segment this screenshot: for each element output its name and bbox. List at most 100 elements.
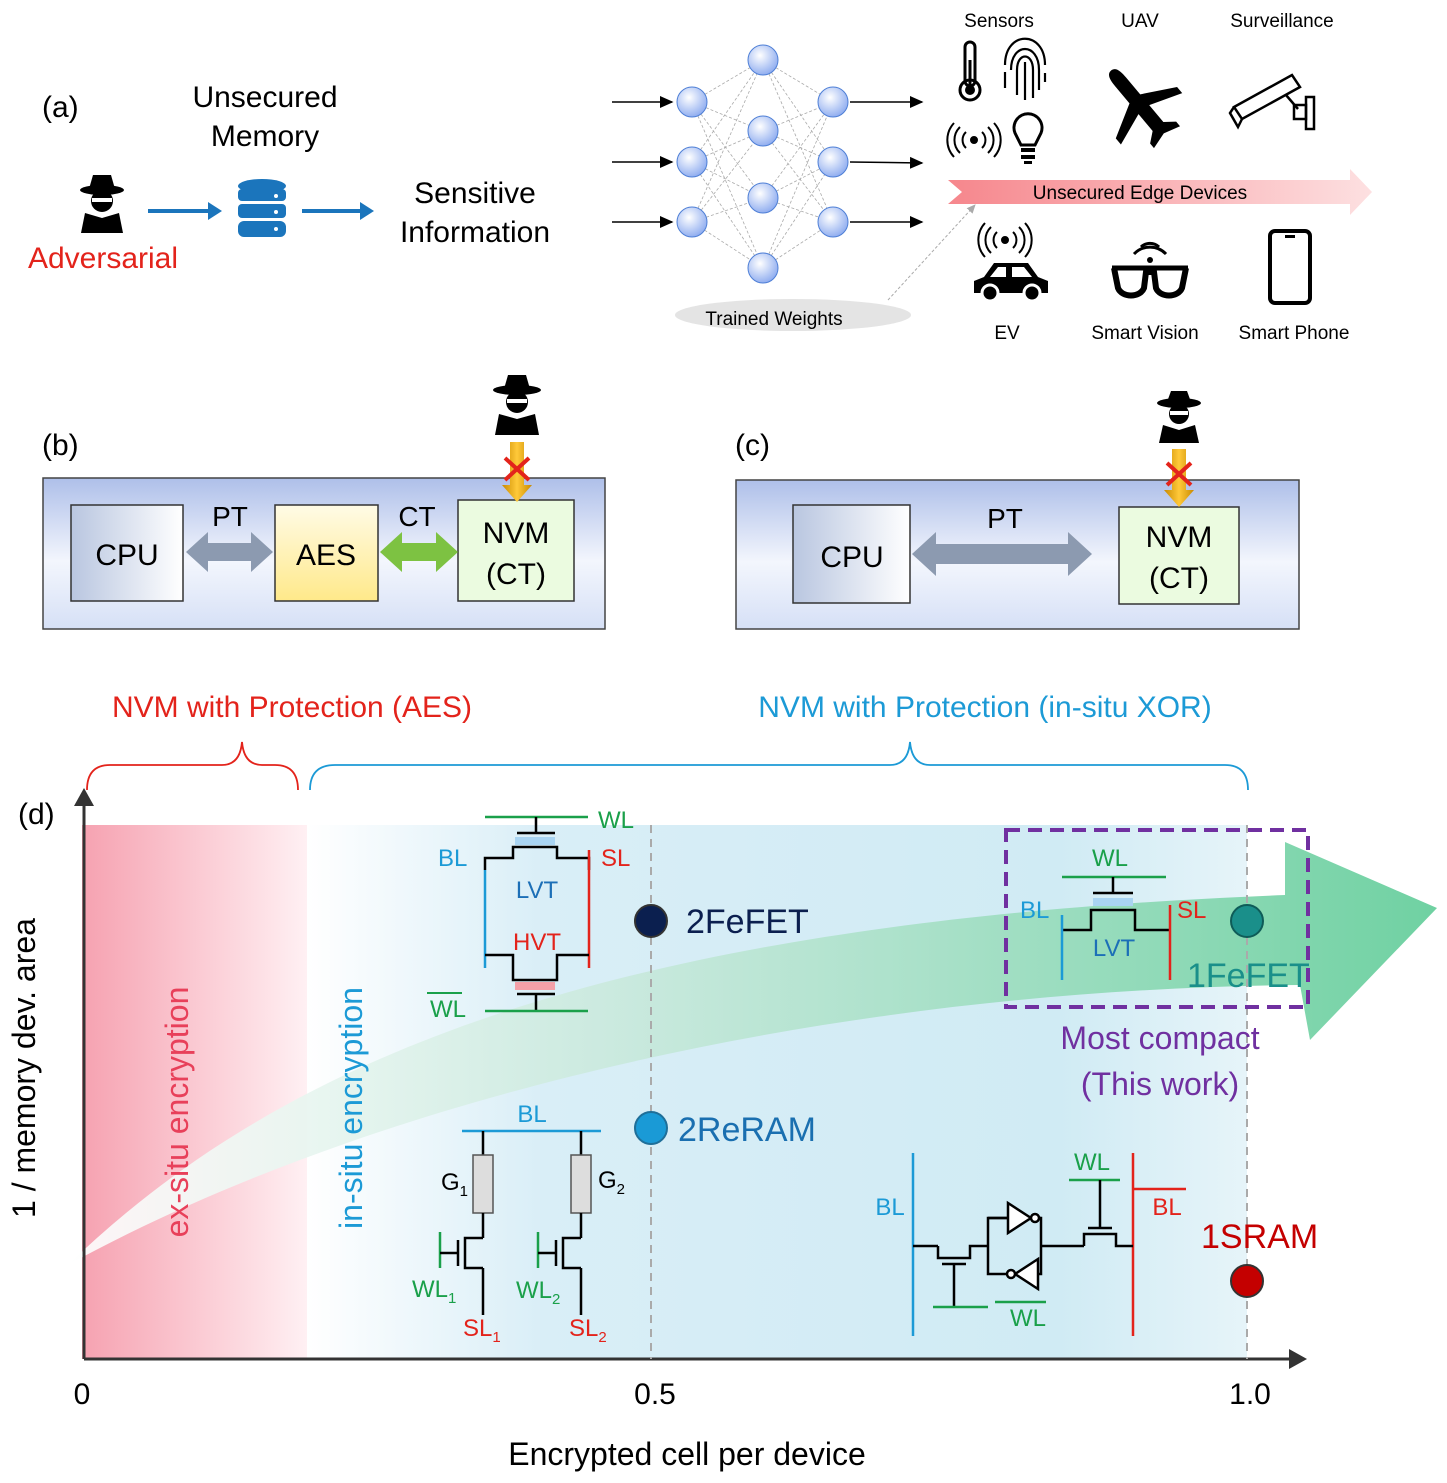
fefet1-bl-label: BL — [1020, 897, 1049, 924]
uav-label: UAV — [1121, 11, 1159, 32]
panel-a-label: (a) — [42, 91, 79, 124]
cpu-block-b — [70, 504, 184, 602]
fefet1-wl-label: WL — [1092, 845, 1128, 872]
spy-icon-b — [493, 375, 541, 435]
most-compact-label-2: (This work) — [1081, 1066, 1239, 1102]
y-axis-title: 1 / memory dev. area — [6, 918, 42, 1218]
data-points — [634, 904, 1264, 1298]
x-tick-0: 0 — [74, 1378, 91, 1411]
memory-label-1: Unsecured — [192, 81, 337, 114]
in-situ-label: in-situ encryption — [333, 987, 369, 1229]
x-axis-title: Encrypted cell per device — [508, 1436, 866, 1472]
xor-protection-header: NVM with Protection (in-situ XOR) — [758, 691, 1211, 724]
cpu-label-b: CPU — [95, 539, 158, 572]
ex-situ-band — [82, 825, 307, 1359]
cpu-block-c — [792, 504, 911, 604]
fefet1-sl-label: SL — [1177, 897, 1206, 924]
pt-label-c: PT — [987, 503, 1023, 534]
reram-sl2-label: SL2 — [569, 1315, 607, 1346]
neural-network: Trained Weights — [612, 44, 976, 331]
fefet1-lvt-label: LVT — [1093, 935, 1136, 962]
ct-label-b: CT — [398, 501, 435, 532]
smart-glasses-icon — [1111, 241, 1189, 299]
pt-label-b: PT — [212, 501, 248, 532]
nvm-label-c-1: NVM — [1146, 521, 1213, 554]
ct-arrow-b — [380, 532, 458, 572]
spy-icon-c — [1157, 391, 1201, 443]
point-2fefet — [634, 904, 668, 938]
pt-arrow-c — [912, 532, 1092, 576]
surveillance-label: Surveillance — [1230, 11, 1334, 32]
fefet2-wlbar-label: WL — [430, 996, 466, 1023]
panel-b-label: (b) — [42, 429, 79, 462]
sram-wlbar-label: WL — [1010, 1305, 1046, 1332]
trend-arrow — [68, 842, 1437, 1265]
car-icon — [974, 263, 1048, 303]
database-icon — [238, 179, 286, 237]
point-label-1fefet: 1FeFET — [1187, 957, 1310, 995]
circuit-1fefet — [1060, 875, 1172, 980]
edge-banner-text: Unsecured Edge Devices — [1033, 183, 1247, 204]
ex-situ-label: ex-situ encryption — [159, 987, 195, 1238]
reram-sl1-label: SL1 — [463, 1315, 501, 1346]
lightbulb-icon — [1012, 112, 1044, 164]
trained-weights-label: Trained Weights — [705, 309, 842, 330]
sram-bl-label: BL — [875, 1194, 904, 1221]
panel-c: (c) CPU NVM (CT) PT — [735, 391, 1300, 630]
smart-phone-label: Smart Phone — [1239, 323, 1350, 344]
point-label-2fefet: 2FeFET — [686, 903, 809, 941]
fingerprint-icon — [1003, 37, 1047, 100]
reram-bl-label: BL — [517, 1101, 546, 1128]
circuit-2fefet — [483, 815, 591, 1013]
attack-arrow-c — [1164, 449, 1194, 507]
most-compact-label-1: Most compact — [1060, 1020, 1259, 1056]
blocked-x-icon-c — [1165, 461, 1193, 487]
point-1sram — [1230, 1264, 1264, 1298]
nvm-block-b — [457, 499, 575, 602]
nvm-label-b-1: NVM — [483, 517, 550, 550]
surveillance-camera-icon — [1228, 73, 1316, 131]
thermometer-icon — [958, 40, 982, 102]
aes-protection-header: NVM with Protection (AES) — [112, 691, 472, 724]
point-label-1sram: 1SRAM — [1201, 1218, 1318, 1256]
reram-g1-label: G1 — [441, 1169, 468, 1200]
panel-c-label: (c) — [735, 429, 770, 462]
fefet2-lvt-label: LVT — [516, 877, 559, 904]
adversarial-label: Adversarial — [28, 242, 178, 275]
x-tick-1-0: 1.0 — [1229, 1378, 1271, 1411]
aes-brace — [86, 741, 299, 791]
wireless-signal-icon — [946, 122, 1002, 158]
point-1fefet — [1230, 904, 1264, 938]
ev-label: EV — [994, 323, 1020, 344]
reram-wl1-label: WL1 — [412, 1276, 456, 1307]
aes-block — [274, 504, 379, 602]
x-tick-0-5: 0.5 — [634, 1378, 676, 1411]
reram-g2-label: G2 — [598, 1167, 625, 1198]
aes-label: AES — [296, 539, 356, 572]
car-signal-icon — [977, 222, 1033, 258]
point-label-2reram: 2ReRAM — [678, 1111, 816, 1149]
sensitive-label-1: Sensitive — [414, 177, 536, 210]
smart-vision-label: Smart Vision — [1091, 323, 1198, 344]
sensitive-label-2: Information — [400, 216, 550, 249]
xor-brace — [309, 741, 1249, 791]
edge-devices-banner: Unsecured Edge Devices — [948, 169, 1372, 215]
panel-b: (b) CPU AES NVM (CT) PT CT — [42, 375, 606, 630]
sram-blbar-label: BL — [1152, 1194, 1181, 1221]
memory-label-2: Memory — [211, 120, 319, 153]
cpu-label-c: CPU — [820, 541, 883, 574]
spy-icon — [80, 175, 124, 233]
panel-d-label: (d) — [18, 798, 55, 831]
fefet2-hvt-label: HVT — [513, 929, 561, 956]
nvm-label-c-2: (CT) — [1149, 562, 1209, 595]
sensors-label: Sensors — [964, 11, 1034, 32]
fefet2-bl-label: BL — [438, 845, 467, 872]
fefet2-wl-label: WL — [598, 807, 634, 834]
reram-wl2-label: WL2 — [516, 1277, 560, 1308]
pt-arrow-b — [186, 532, 273, 572]
circuit-2reram — [438, 1129, 601, 1315]
fefet2-sl-label: SL — [601, 845, 630, 872]
panel-a: (a) Unsecured Memory Adversarial Sensiti… — [28, 11, 1372, 344]
attack-arrow-b — [502, 442, 532, 502]
